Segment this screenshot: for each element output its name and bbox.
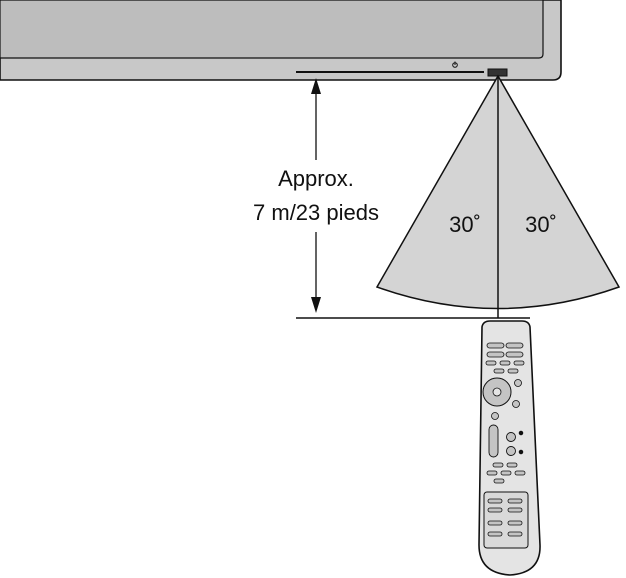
remote-rockers xyxy=(488,424,524,458)
angle-label-right: 30˚ xyxy=(525,212,557,237)
arrow-head-up xyxy=(311,78,321,94)
remote-bottom-panel xyxy=(483,491,529,549)
arrow-head-down xyxy=(311,297,321,313)
remote-middle-buttons xyxy=(486,462,526,484)
reception-sector xyxy=(375,74,621,318)
distance-label-line1: Approx. xyxy=(278,166,354,191)
remote-control-icon xyxy=(478,320,541,576)
power-indicator-icon xyxy=(452,61,458,68)
angle-label-left: 30˚ xyxy=(449,212,481,237)
remote-dpad xyxy=(482,377,522,420)
remote-sensor-icon xyxy=(487,68,508,77)
distance-label-line2: 7 m/23 pieds xyxy=(253,200,379,225)
panel-screen xyxy=(0,0,544,59)
display-panel xyxy=(0,0,562,81)
remote-top-buttons xyxy=(485,342,525,374)
